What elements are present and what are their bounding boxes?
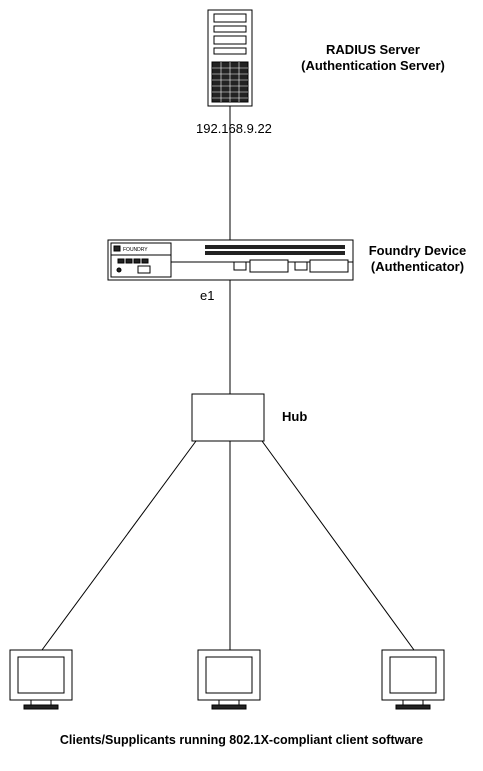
- server-icon: [208, 10, 252, 106]
- server-label: RADIUS Server (Authentication Server): [288, 42, 458, 74]
- device-name: Foundry Device: [355, 243, 480, 259]
- hub-box: [192, 394, 264, 441]
- server-ip: 192.168.9.22: [196, 121, 272, 137]
- server-role: (Authentication Server): [288, 58, 458, 74]
- hub-label: Hub: [282, 409, 307, 425]
- foundry-switch-icon: FOUNDRY: [108, 240, 353, 280]
- device-label: Foundry Device (Authenticator): [355, 243, 480, 275]
- link-hub-client-left: [42, 441, 196, 650]
- link-hub-client-right: [262, 441, 414, 650]
- server-name: RADIUS Server: [288, 42, 458, 58]
- clients-caption: Clients/Supplicants running 802.1X-compl…: [6, 732, 477, 748]
- client-monitor-icon: [382, 650, 444, 709]
- client-monitor-icon: [198, 650, 260, 709]
- device-role: (Authenticator): [355, 259, 480, 275]
- port-label: e1: [200, 288, 214, 304]
- client-monitor-icon: [10, 650, 72, 709]
- brand-text: FOUNDRY: [123, 247, 148, 253]
